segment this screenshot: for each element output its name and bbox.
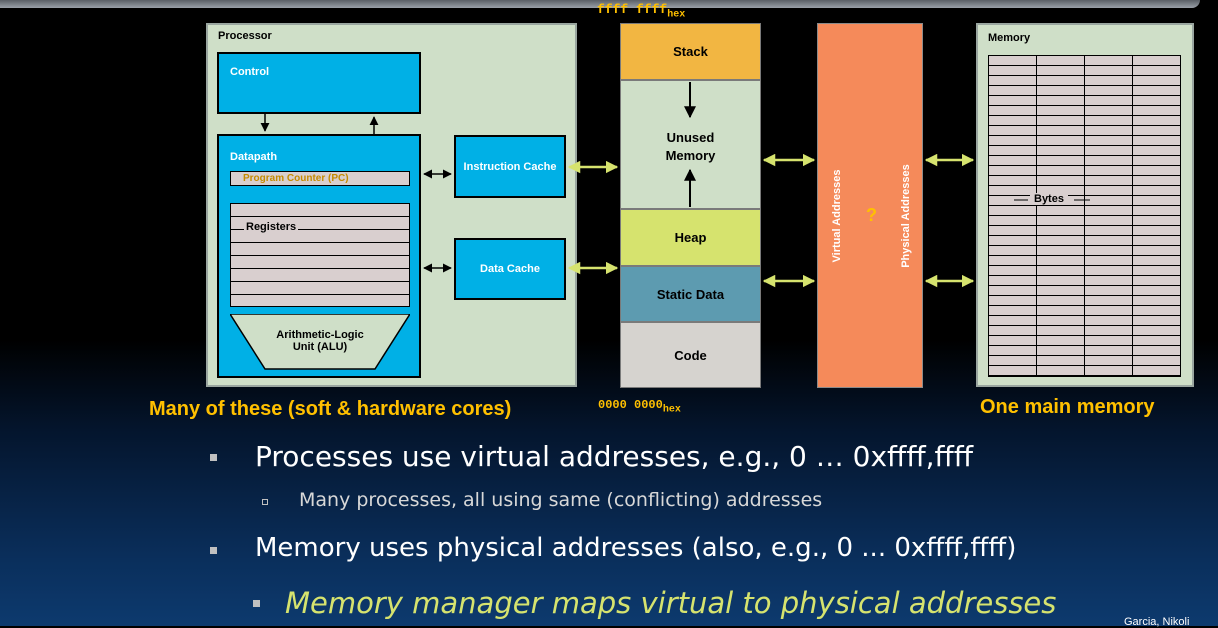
unused-memory-label-line2: Memory <box>665 148 716 163</box>
code-segment: Code <box>620 322 761 388</box>
static-data-segment: Static Data <box>620 266 761 322</box>
registers-label: Registers <box>244 221 299 233</box>
program-counter-box <box>230 171 410 186</box>
data-cache-box: Data Cache <box>454 238 566 300</box>
stack-segment: Stack <box>620 23 761 80</box>
processor-caption: Many of these (soft & hardware cores) <box>149 398 512 420</box>
bottom-address-value: 0000 0000 <box>598 398 663 412</box>
alu-label-line2: Unit (ALU) <box>292 341 348 353</box>
heap-segment: Heap <box>620 209 761 266</box>
instruction-cache-box: Instruction Cache <box>454 135 566 198</box>
heap-label: Heap <box>674 230 707 245</box>
alu-label-line1: Arithmetic-Logic <box>276 329 364 341</box>
bullet-1-sub-text: Many processes, all using same (conflict… <box>299 489 823 511</box>
title-bar-decoration <box>0 0 1200 8</box>
processor-label: Processor <box>218 30 272 42</box>
top-address-value: ffff ffff <box>597 2 668 17</box>
alu-shape <box>230 314 410 370</box>
code-label: Code <box>674 347 707 363</box>
stack-label: Stack <box>673 44 708 59</box>
translation-question-mark: ? <box>866 205 877 225</box>
bullet-marker-2 <box>210 547 217 554</box>
top-address-subscript: hex <box>667 9 686 21</box>
bullet-1-text: Processes use virtual addresses, e.g., 0… <box>255 440 974 473</box>
bullet-marker-3 <box>253 600 260 607</box>
unused-memory-label: Unused Memory <box>621 129 760 165</box>
footer-credit: Garcia, Nikoli <box>1124 616 1190 628</box>
alu-label: Arithmetic-Logic Unit (ALU) <box>255 329 385 353</box>
bullet-2-text: Memory uses physical addresses (also, e.… <box>255 533 1017 563</box>
top-address-label: ffff ffffhex <box>597 2 685 21</box>
memory-label: Memory <box>988 32 1031 44</box>
registers-box <box>230 203 410 307</box>
memory-byte-grid <box>988 55 1181 377</box>
bullet-marker-1 <box>210 454 217 461</box>
control-label: Control <box>230 66 270 78</box>
address-translator-box <box>817 23 923 388</box>
instruction-cache-label: Instruction Cache <box>463 160 557 173</box>
memory-caption: One main memory <box>980 396 1155 418</box>
program-counter-label: Program Counter (PC) <box>243 173 349 184</box>
bottom-address-subscript: hex <box>662 404 681 416</box>
control-box <box>217 52 421 114</box>
bytes-label: Bytes <box>1030 193 1068 205</box>
static-data-label: Static Data <box>656 286 725 302</box>
datapath-label: Datapath <box>230 151 278 163</box>
bullet-marker-1-sub <box>262 499 268 505</box>
data-cache-label: Data Cache <box>480 263 540 275</box>
bottom-address-label: 0000 0000hex <box>598 398 681 415</box>
bullet-3-text: Memory manager maps virtual to physical … <box>285 586 1057 620</box>
unused-memory-label-line1: Unused <box>666 130 715 145</box>
